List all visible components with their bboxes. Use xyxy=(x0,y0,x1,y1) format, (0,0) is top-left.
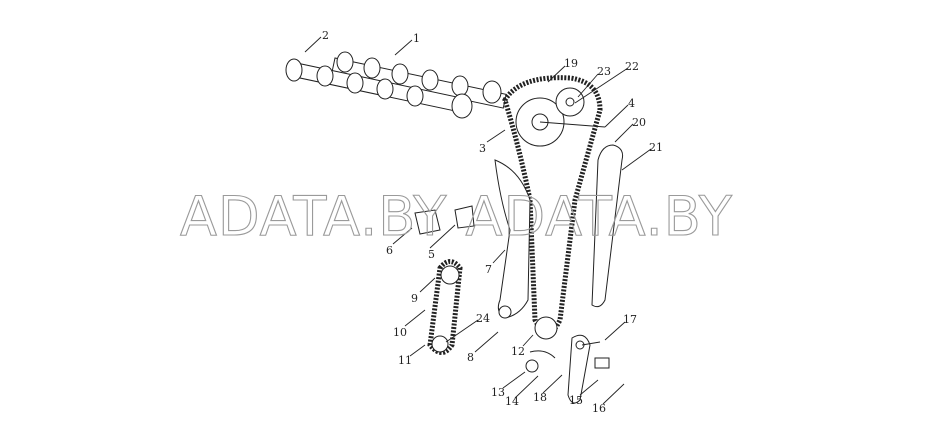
callout-6: 6 xyxy=(386,244,393,257)
callout-23: 23 xyxy=(597,65,611,78)
gasket-5 xyxy=(454,205,475,229)
callout-2: 2 xyxy=(322,29,329,42)
callout-4: 4 xyxy=(628,97,635,110)
callout-7: 7 xyxy=(485,263,492,276)
tensioner-arm xyxy=(567,334,591,404)
callout-8: 8 xyxy=(467,351,474,364)
callout-24: 24 xyxy=(476,312,490,325)
camshaft-front xyxy=(285,58,473,119)
leader-lines xyxy=(304,36,652,405)
callout-1: 1 xyxy=(413,32,420,45)
callout-17: 17 xyxy=(623,313,637,326)
callout-12: 12 xyxy=(511,345,525,358)
callout-9: 9 xyxy=(411,292,418,305)
callout-21: 21 xyxy=(649,141,663,154)
callout-16: 16 xyxy=(592,402,606,415)
callout-19: 19 xyxy=(564,57,578,70)
callout-15: 15 xyxy=(569,394,583,407)
timing-chain xyxy=(502,75,603,335)
callout-18: 18 xyxy=(533,391,547,404)
callout-20: 20 xyxy=(632,116,646,129)
callout-13: 13 xyxy=(491,386,505,399)
crank-sprocket xyxy=(534,316,558,340)
callout-10: 10 xyxy=(393,326,407,339)
part-13 xyxy=(525,359,539,373)
chain-fixed-guide xyxy=(591,144,624,308)
tensioner-part-6 xyxy=(414,209,441,235)
callout-5: 5 xyxy=(428,248,435,261)
callout-3: 3 xyxy=(479,142,486,155)
callout-22: 22 xyxy=(625,60,639,73)
callout-14: 14 xyxy=(505,395,519,408)
callout-11: 11 xyxy=(398,354,412,367)
spring-12 xyxy=(529,350,556,359)
watermark: ADATA.BY ADATA.BY xyxy=(180,185,733,248)
part-15 xyxy=(594,357,610,369)
